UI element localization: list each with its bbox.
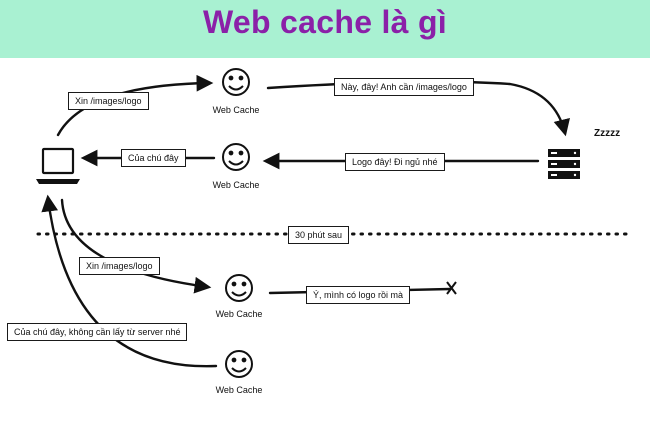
web-cache-face-icon bbox=[225, 350, 253, 378]
x-mark-icon bbox=[446, 281, 457, 295]
arrow-second-request bbox=[60, 198, 212, 294]
web-cache-face-icon bbox=[222, 68, 250, 96]
page-title: Web cache là gì bbox=[203, 4, 447, 40]
message-label: Của chú đây, không cần lấy từ server nhé bbox=[7, 323, 188, 341]
laptop-icon bbox=[36, 147, 80, 184]
message-label: Của chú đây bbox=[121, 149, 186, 167]
server-sleep-text: Zzzzz bbox=[594, 128, 621, 139]
cache-caption: Web Cache bbox=[215, 309, 263, 319]
web-cache-face-icon bbox=[222, 143, 250, 171]
server-icon bbox=[548, 149, 580, 179]
message-label: Xin /images/logo bbox=[79, 257, 160, 275]
message-label: Ý, mình có logo rồi mà bbox=[306, 286, 411, 304]
web-cache-face-icon bbox=[225, 274, 253, 302]
message-label: Này, đây! Anh cần /images/logo bbox=[334, 78, 474, 96]
message-label: Xin /images/logo bbox=[68, 92, 149, 110]
cache-caption: Web Cache bbox=[212, 105, 260, 115]
message-label: Logo đây! Đi ngủ nhé bbox=[345, 153, 445, 171]
cache-caption: Web Cache bbox=[215, 385, 263, 395]
separator-label: 30 phút sau bbox=[288, 226, 350, 244]
title-banner: Web cache là gì bbox=[0, 0, 650, 58]
cache-caption: Web Cache bbox=[212, 180, 260, 190]
